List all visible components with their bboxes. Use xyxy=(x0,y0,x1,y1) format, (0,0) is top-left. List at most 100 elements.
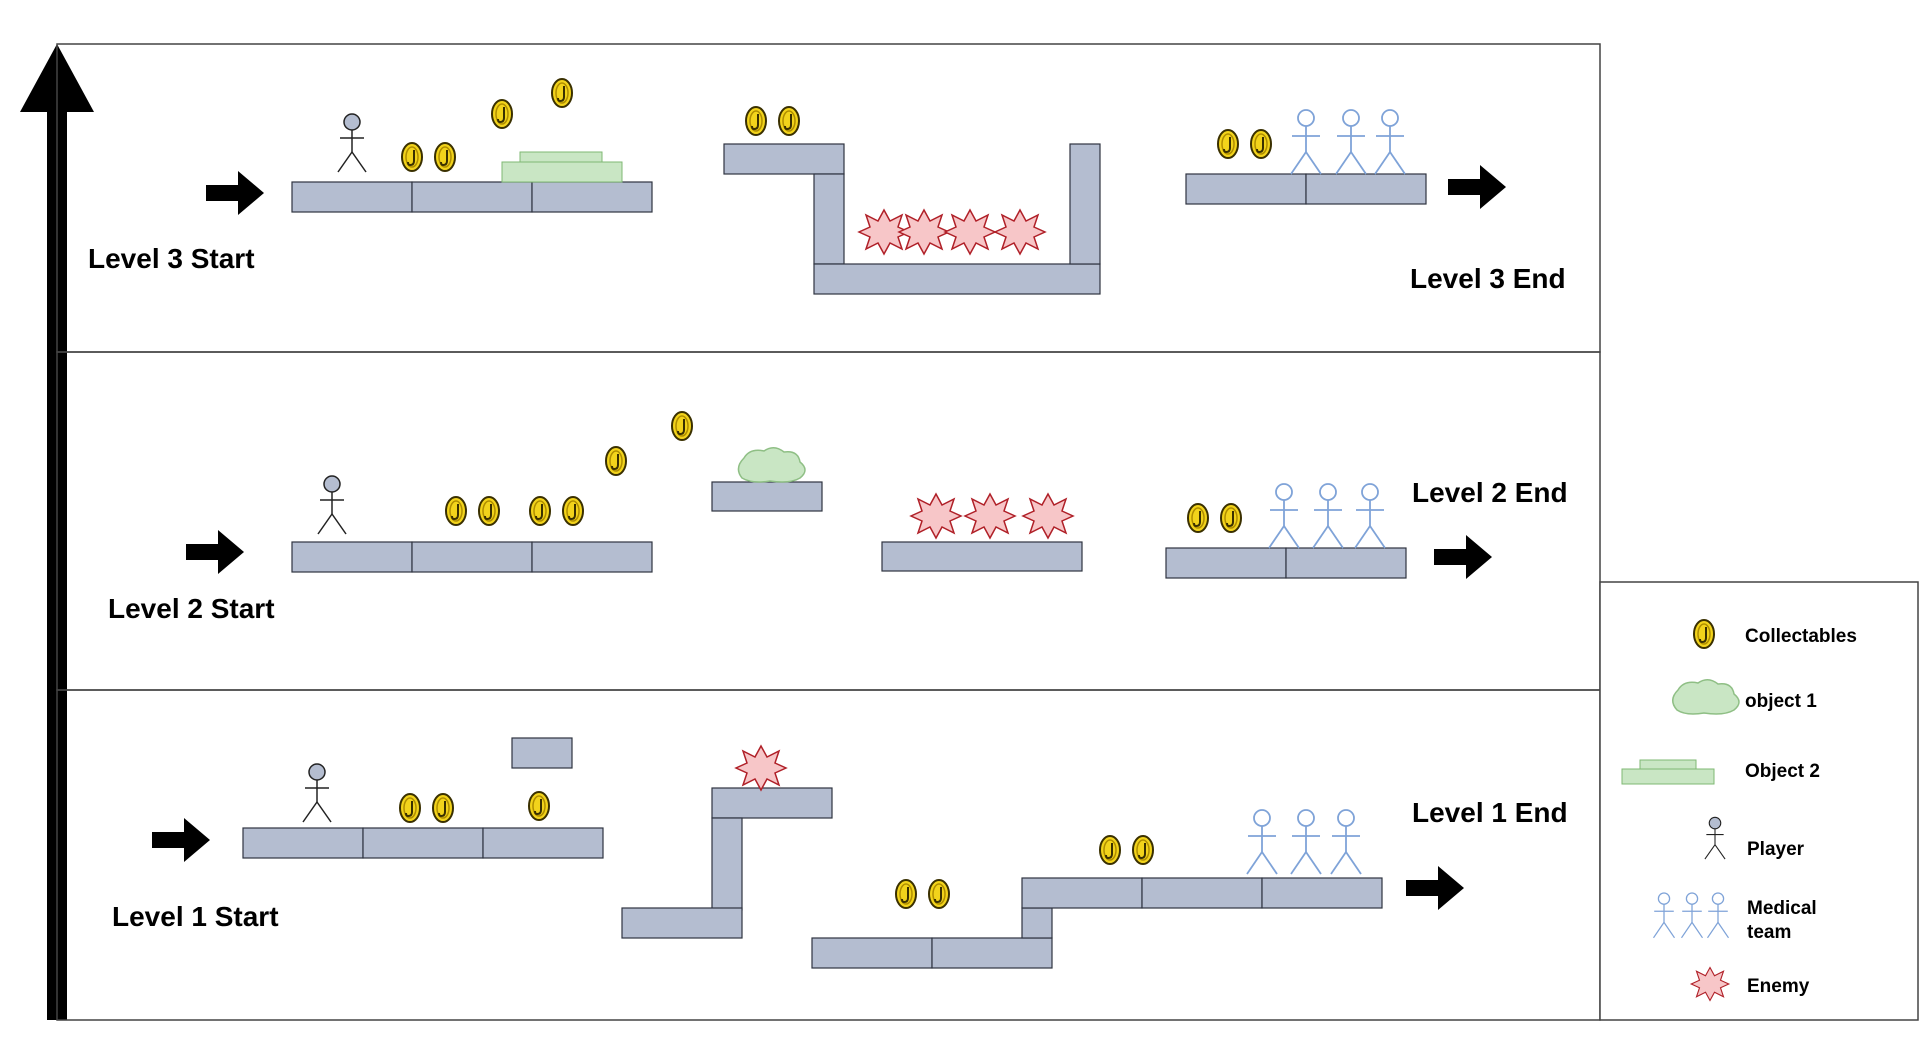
coin-icon xyxy=(1187,503,1209,533)
player-icon xyxy=(337,113,367,173)
legend-label-object-2: Object 2 xyxy=(1745,761,1820,782)
legend-label-medical: Medical xyxy=(1747,898,1817,919)
legend-label-player: Player xyxy=(1747,839,1805,860)
level-1: Level 1 Start Level 1 End xyxy=(112,737,1568,969)
platform xyxy=(1141,877,1263,909)
enemy-icon xyxy=(964,493,1016,539)
enemy-icon xyxy=(910,493,962,539)
medical-team-member-icon xyxy=(1268,483,1300,549)
platform xyxy=(531,541,653,573)
platform-wall xyxy=(711,817,743,911)
player-icon xyxy=(302,763,332,823)
coin-icon xyxy=(1250,129,1272,159)
level-1-end-label: Level 1 End xyxy=(1412,797,1568,828)
coin-icon xyxy=(1220,503,1242,533)
coin-icon xyxy=(1217,129,1239,159)
coin-icon xyxy=(928,879,950,909)
level-2-end-label: Level 2 End xyxy=(1412,477,1568,508)
coin-icon xyxy=(1132,835,1154,865)
coin-icon xyxy=(895,879,917,909)
platform-wall xyxy=(813,173,845,265)
green-slab-icon xyxy=(1621,759,1715,785)
medical-team-member-icon xyxy=(1374,109,1406,175)
medical-team-member-icon xyxy=(1330,809,1362,875)
platform xyxy=(362,827,484,859)
object-2-slab xyxy=(501,151,623,183)
coin-icon xyxy=(1693,619,1715,649)
platform xyxy=(411,541,533,573)
platform xyxy=(411,181,533,213)
cloud-bush-icon xyxy=(1672,679,1740,715)
coin-icon xyxy=(671,411,693,441)
enemy-icon xyxy=(1022,493,1074,539)
medical-team-member-icon xyxy=(1290,809,1322,875)
enemy-icon xyxy=(898,209,950,255)
platform xyxy=(711,787,833,819)
coin-icon xyxy=(745,106,767,136)
coin-icon xyxy=(1099,835,1121,865)
legend-box xyxy=(1599,581,1919,1021)
legend: Collectables object 1 Object 2 Player Me… xyxy=(1599,581,1919,1021)
platform xyxy=(291,541,413,573)
coin-icon xyxy=(491,99,513,129)
platform xyxy=(931,937,1053,969)
level-2-end-arrow-icon xyxy=(1434,535,1492,579)
level-3-start-arrow-icon xyxy=(206,171,264,215)
platform-wall xyxy=(1069,143,1101,265)
level-1-start-label: Level 1 Start xyxy=(112,901,279,932)
coin-icon xyxy=(432,793,454,823)
medical-team-member-icon xyxy=(1354,483,1386,549)
player-icon xyxy=(317,475,347,535)
coin-icon xyxy=(562,496,584,526)
coin-icon xyxy=(401,142,423,172)
coin-icon xyxy=(528,791,550,821)
level-1-start-arrow-icon xyxy=(152,818,210,862)
coin-icon xyxy=(399,793,421,823)
level-2-panel xyxy=(56,351,1601,691)
platform-step xyxy=(1021,907,1053,939)
level-3-start-label: Level 3 Start xyxy=(88,243,255,274)
platform xyxy=(1261,877,1383,909)
coin-icon xyxy=(529,496,551,526)
platform xyxy=(242,827,364,859)
enemy-icon xyxy=(735,745,787,791)
platform xyxy=(723,143,845,175)
floating-block xyxy=(511,737,573,769)
platform xyxy=(811,937,933,969)
level-2: Level 2 Start Level 2 End xyxy=(108,411,1568,624)
platform xyxy=(291,181,413,213)
platform xyxy=(813,263,1101,295)
level-2-start-arrow-icon xyxy=(186,530,244,574)
platform xyxy=(711,481,823,512)
spiky-star-icon xyxy=(1690,966,1730,1002)
platform xyxy=(621,907,743,939)
legend-label-collectables: Collectables xyxy=(1745,626,1857,647)
medical-team-member-icon xyxy=(1335,109,1367,175)
coin-icon xyxy=(434,142,456,172)
level-1-end-arrow-icon xyxy=(1406,866,1464,910)
platform xyxy=(1285,547,1407,579)
medical-team-member-icon xyxy=(1246,809,1278,875)
enemy-icon xyxy=(944,209,996,255)
object-1-cloud-icon xyxy=(737,447,806,483)
platform xyxy=(482,827,604,859)
platform xyxy=(1165,547,1287,579)
level-3: Level 3 Start Level 3 End xyxy=(88,78,1566,295)
legend-label-team: team xyxy=(1747,922,1791,943)
platform xyxy=(1185,173,1307,205)
coin-icon xyxy=(551,78,573,108)
enemy-icon xyxy=(994,209,1046,255)
level-3-end-label: Level 3 End xyxy=(1410,263,1566,294)
platform xyxy=(1305,173,1427,205)
coin-icon xyxy=(478,496,500,526)
level-3-end-arrow-icon xyxy=(1448,165,1506,209)
platform xyxy=(531,181,653,213)
coin-icon xyxy=(445,496,467,526)
medical-team-member-icon xyxy=(1290,109,1322,175)
medical-team-member-icon xyxy=(1312,483,1344,549)
legend-label-object-1: object 1 xyxy=(1745,691,1817,712)
coin-icon xyxy=(778,106,800,136)
legend-label-enemy: Enemy xyxy=(1747,976,1810,997)
platform xyxy=(1021,877,1143,909)
